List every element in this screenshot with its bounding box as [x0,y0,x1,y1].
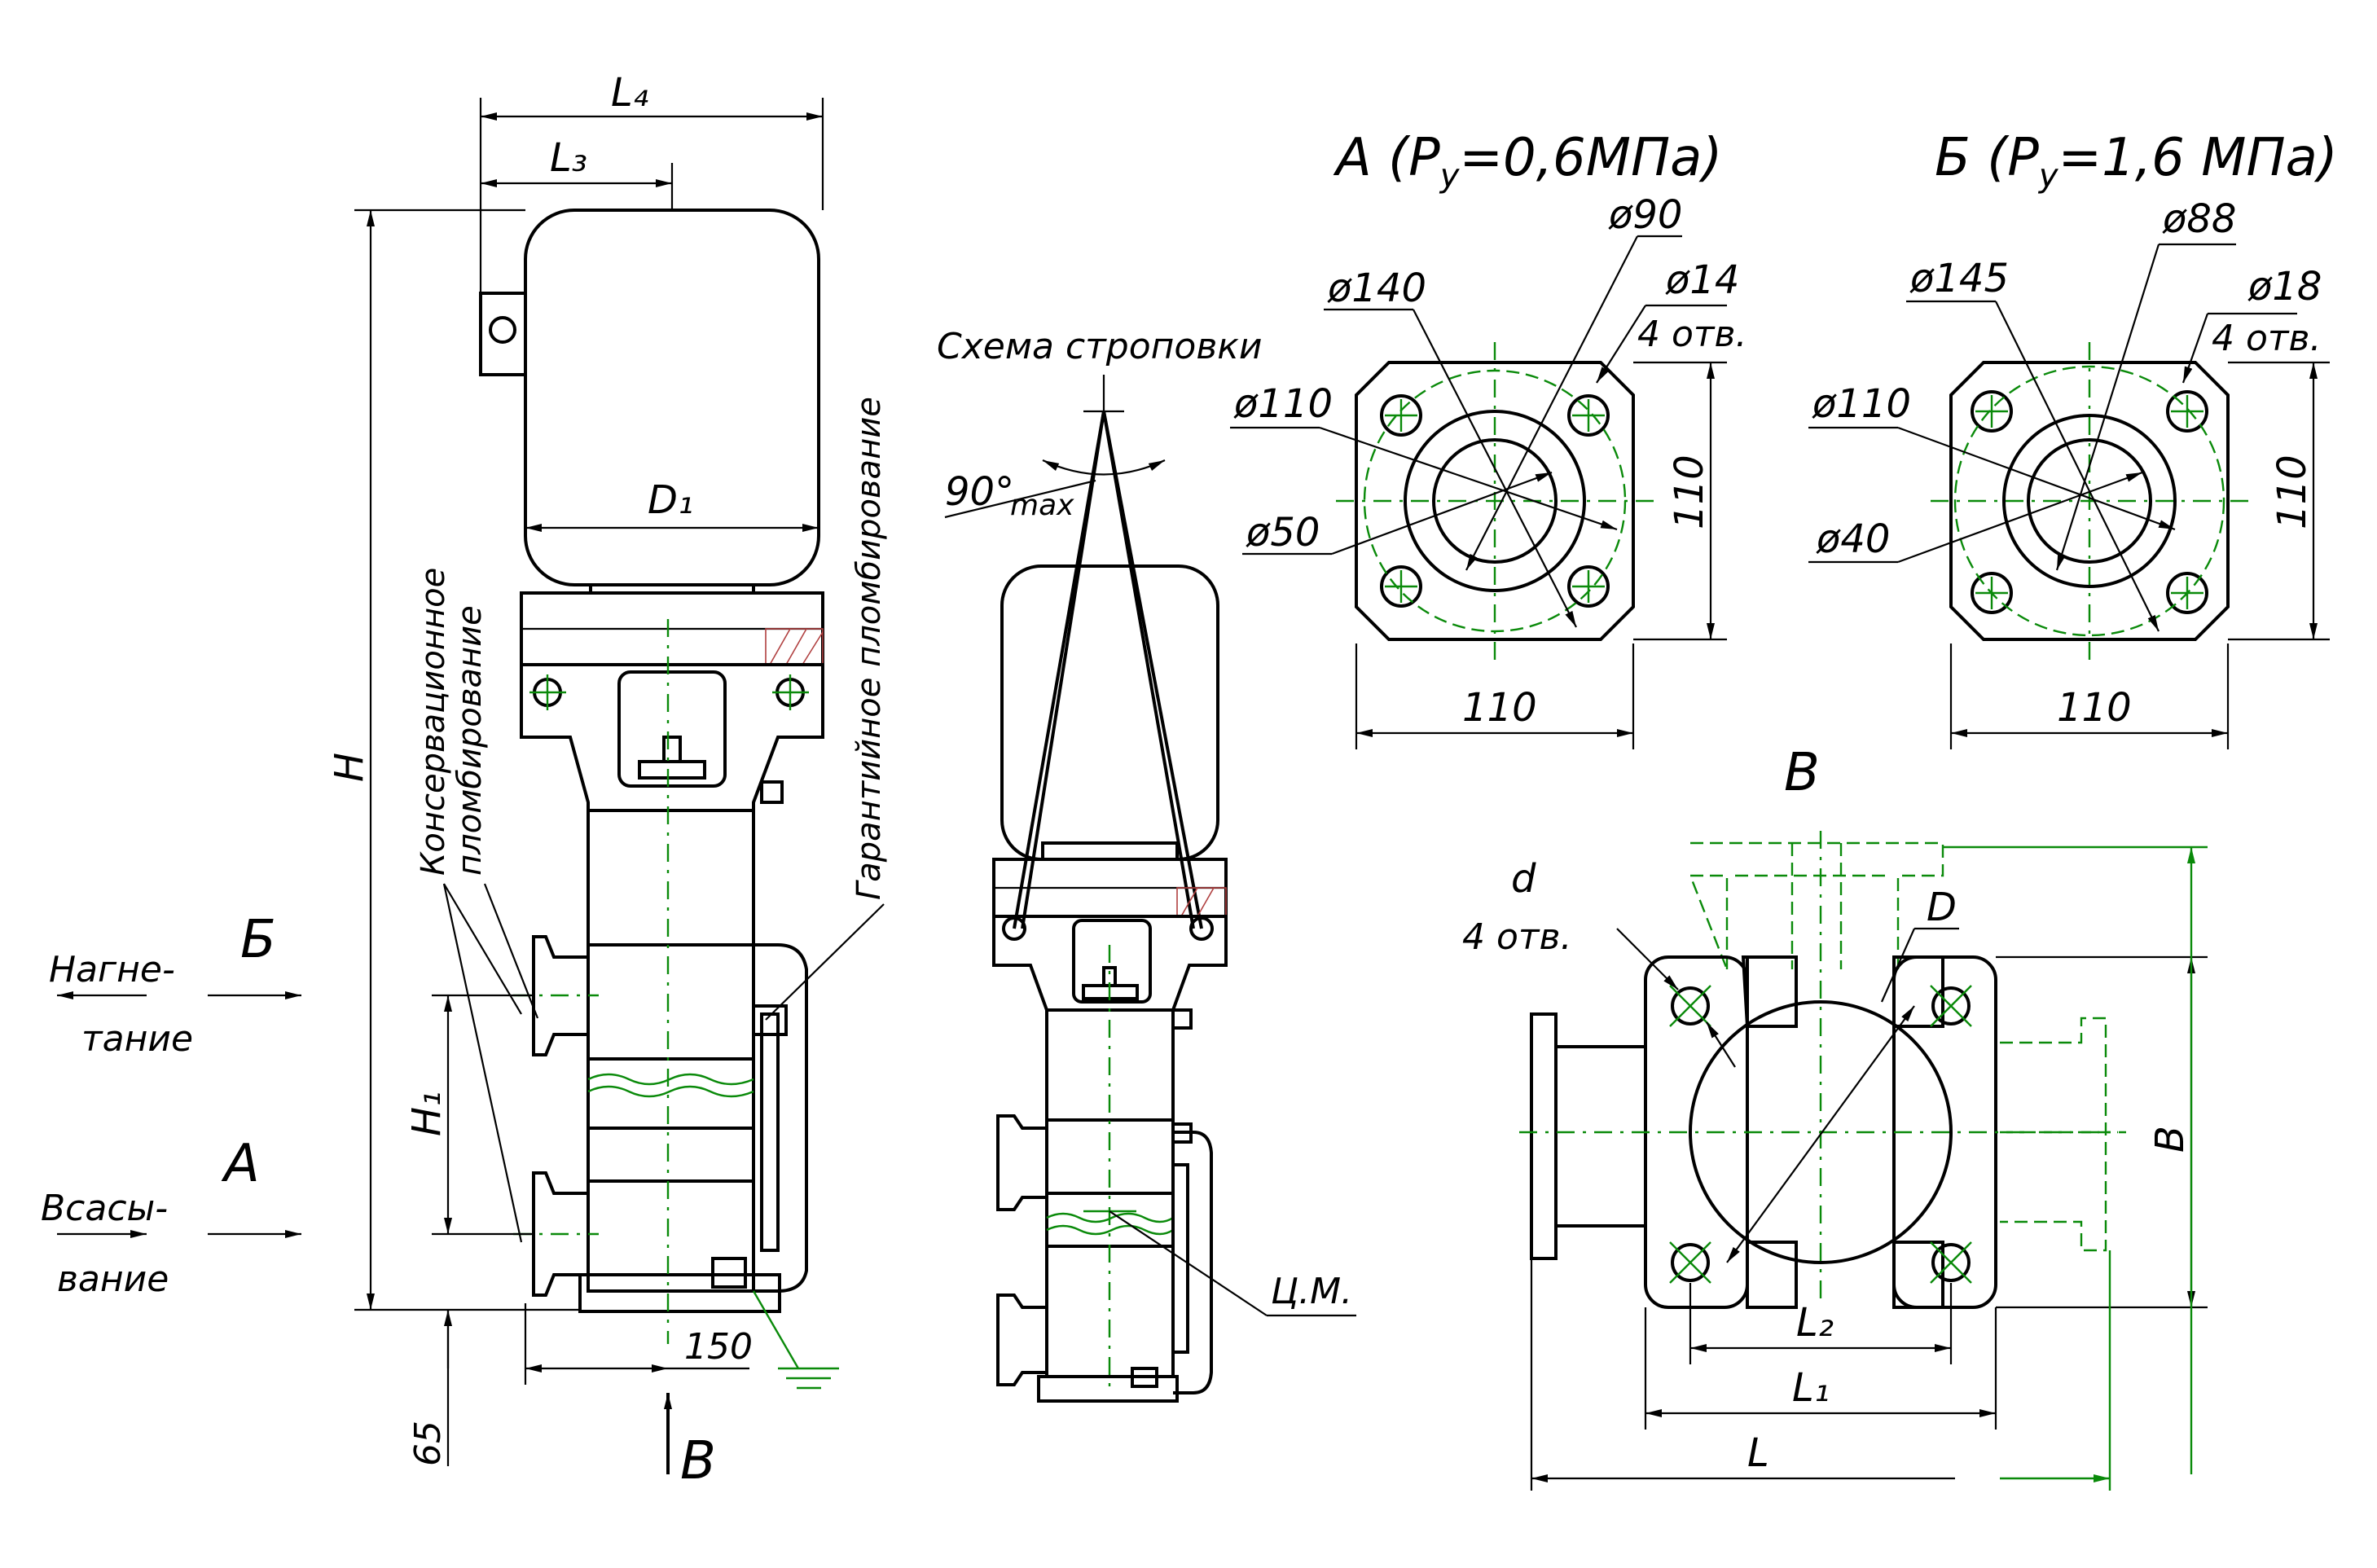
flow-suction-2: вание [57,1258,169,1300]
note-warranty-seal: Гарантийное пломбирование [850,397,888,900]
sling-title: Схема строповки [937,326,1262,367]
flow-discharge-letter: Б [240,910,276,970]
dim-H: H [327,753,372,782]
sling-cm: Ц.М. [1271,1271,1352,1312]
flange-B-d145: ø145 [1909,256,2009,301]
pump-column [587,809,755,1293]
sling-view [944,375,1356,1403]
flange-B-title: Б (Pу=1,6 МПа) [1935,128,2338,195]
main-view [479,209,839,1390]
view-arrow-B: В [680,1431,716,1491]
flange-B-d18: ø18 [2247,264,2322,310]
terminal-box [479,292,527,376]
flange-A-d50: ø50 [1246,510,1320,556]
main-dimensions [354,98,824,1474]
coupling-window [617,670,727,788]
flange-A [1230,235,1727,749]
seal-leaders [442,883,885,1243]
view-B-B: B [2147,1126,2193,1153]
dim-65: 65 [407,1421,449,1466]
body-circle [1689,1000,1953,1264]
dim-L4: L₄ [611,70,648,116]
flange-A-holes: 4 отв. [1637,314,1747,355]
sling-angle: 90° [945,469,1014,515]
view-B [1519,831,2208,1491]
view-B-L: L [1747,1430,1769,1476]
foot-left [1741,955,1798,1028]
dim-H1: H₁ [404,1091,450,1136]
dim-150: 150 [684,1326,753,1368]
flange-A-h110: 110 [1667,455,1712,529]
note-conservation-seal-1: Консервационное [415,568,452,876]
flange-B-d40: ø40 [1816,516,1890,562]
flow-discharge-1: Нагне- [49,949,175,990]
dim-D1: D₁ [648,477,693,523]
flange-B-holes: 4 отв. [2212,318,2321,359]
flange-A-d90: ø90 [1608,192,1682,238]
flow-suction-letter: А [221,1134,260,1194]
view-B-D: D [1927,885,1957,930]
pump-base [578,1273,781,1313]
flange-B [1808,243,2330,749]
flange-A-title: А (Pу=0,6МПа) [1333,128,1722,195]
flange-A-w110: 110 [1462,685,1537,731]
view-B-L1: L₁ [1792,1365,1830,1411]
flow-suction-1: Всасы- [41,1188,168,1229]
view-B-d: d [1511,856,1536,902]
terminal-bolt [489,316,516,344]
flange-A-d140: ø140 [1327,266,1426,311]
flange-hatch [765,628,824,665]
flange-A-d110: ø110 [1233,381,1333,427]
view-B-holes: 4 отв. [1462,916,1571,958]
flange-B-d88: ø88 [2162,196,2236,242]
flange-A-d14: ø14 [1665,257,1739,303]
sling-angle-sub: max [1010,489,1074,522]
flow-discharge-2: тание [81,1018,193,1060]
flange-B-h110: 110 [2269,455,2315,529]
view-B-L2: L₂ [1796,1300,1834,1346]
view-B-title: В [1784,743,1820,803]
flange-B-w110: 110 [2057,685,2132,731]
dim-L3: L₃ [550,135,587,181]
note-conservation-seal-2: пломбирование [451,605,489,876]
flange-B-d110: ø110 [1812,381,1911,427]
